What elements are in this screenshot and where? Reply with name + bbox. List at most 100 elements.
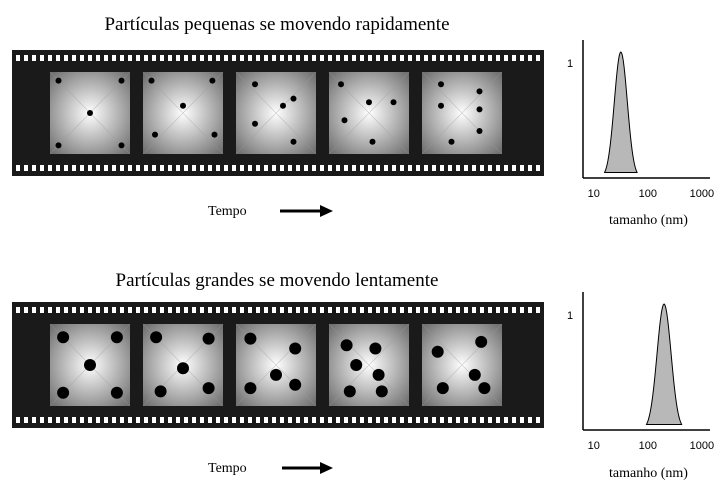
- x-tick-label: 100: [639, 440, 657, 452]
- sprocket-hole: [32, 417, 36, 423]
- sprocket-hole: [200, 417, 204, 423]
- particle: [110, 386, 123, 399]
- sprocket-hole: [256, 55, 260, 61]
- sprocket-hole: [56, 307, 60, 313]
- sprocket-hole: [336, 417, 340, 423]
- sprocket-hole: [312, 55, 316, 61]
- sprocket-hole: [40, 307, 44, 313]
- sprocket-hole: [440, 417, 444, 423]
- sprocket-hole: [520, 55, 524, 61]
- particle: [177, 362, 189, 375]
- particle: [118, 142, 125, 149]
- particle: [244, 382, 257, 395]
- sprocket-hole: [504, 165, 508, 171]
- sprocket-hole: [352, 55, 356, 61]
- sprocket-hole: [328, 307, 332, 313]
- sprocket-hole: [480, 55, 484, 61]
- sprocket-hole: [424, 165, 428, 171]
- particle: [148, 77, 155, 84]
- sprocket-hole: [464, 307, 468, 313]
- sprocket-hole: [408, 307, 412, 313]
- particle: [55, 77, 62, 84]
- sprocket-hole: [448, 55, 452, 61]
- sprocket-hole: [456, 307, 460, 313]
- sprocket-hole: [432, 165, 436, 171]
- particle: [476, 88, 483, 95]
- sprocket-hole: [432, 55, 436, 61]
- sprocket-hole: [504, 55, 508, 61]
- sprocket-hole: [104, 165, 108, 171]
- sprocket-hole: [48, 307, 52, 313]
- sprocket-hole: [288, 417, 292, 423]
- sprocket-hole: [144, 417, 148, 423]
- sprocket-hole: [272, 55, 276, 61]
- sprocket-hole: [64, 55, 68, 61]
- sprocket-hole: [184, 165, 188, 171]
- sprocket-hole: [56, 417, 60, 423]
- x-tick-label: 10: [588, 440, 600, 452]
- particle: [372, 368, 385, 381]
- sprocket-hole: [496, 165, 500, 171]
- y-tick-label: 1: [567, 310, 573, 322]
- sprocket-hole: [72, 165, 76, 171]
- sprocket-hole: [456, 165, 460, 171]
- particle: [436, 382, 449, 395]
- sprocket-hole: [408, 55, 412, 61]
- sprocket-hole: [112, 165, 116, 171]
- particle: [110, 331, 123, 344]
- frame-shading: [421, 323, 503, 407]
- sprocket-hole: [48, 165, 52, 171]
- sprocket-hole: [464, 165, 468, 171]
- panel-large-particles: Partículas grandes se movendo lentamente…: [12, 270, 714, 481]
- sprocket-hole: [96, 165, 100, 171]
- sprocket-hole: [160, 165, 164, 171]
- sprocket-hole: [272, 307, 276, 313]
- sprocket-hole: [16, 307, 20, 313]
- sprocket-hole: [304, 417, 308, 423]
- sprocket-hole: [312, 165, 316, 171]
- y-tick-label: 1: [567, 58, 573, 70]
- panel-small-particles: Partículas pequenas se movendo rapidamen…: [12, 14, 714, 228]
- sprocket-hole: [528, 417, 532, 423]
- particle: [87, 110, 93, 116]
- film-frame: [142, 71, 224, 155]
- time-label: Tempo: [208, 204, 247, 219]
- particle: [476, 106, 483, 113]
- sprocket-hole: [184, 55, 188, 61]
- sprocket-hole: [240, 417, 244, 423]
- x-tick-label: 10: [588, 188, 600, 200]
- particle: [341, 117, 348, 124]
- sprocket-hole: [536, 165, 540, 171]
- sprocket-hole: [88, 165, 92, 171]
- sprocket-hole: [16, 417, 20, 423]
- particle: [118, 77, 125, 84]
- sprocket-hole: [24, 55, 28, 61]
- frame-shading: [328, 71, 410, 155]
- sprocket-hole: [240, 55, 244, 61]
- sprocket-hole: [472, 165, 476, 171]
- sprocket-hole: [232, 307, 236, 313]
- sprocket-hole: [40, 55, 44, 61]
- particle: [475, 335, 488, 348]
- sprocket-hole: [120, 417, 124, 423]
- sprocket-hole: [96, 417, 100, 423]
- particle: [431, 345, 444, 358]
- sprocket-hole: [472, 55, 476, 61]
- sprocket-hole: [176, 417, 180, 423]
- sprocket-hole: [208, 307, 212, 313]
- sprocket-hole: [448, 307, 452, 313]
- particle: [150, 331, 163, 344]
- sprocket-hole: [16, 55, 20, 61]
- time-arrow: [282, 462, 333, 474]
- x-tick-label: 1000: [690, 440, 714, 452]
- sprocket-hole: [112, 417, 116, 423]
- particle: [369, 138, 376, 145]
- particle: [244, 332, 257, 345]
- sprocket-hole: [392, 307, 396, 313]
- particle: [340, 339, 353, 352]
- sprocket-hole: [512, 165, 516, 171]
- sprocket-hole: [112, 55, 116, 61]
- film-frame: [142, 323, 224, 407]
- sprocket-hole: [440, 55, 444, 61]
- sprocket-hole: [272, 417, 276, 423]
